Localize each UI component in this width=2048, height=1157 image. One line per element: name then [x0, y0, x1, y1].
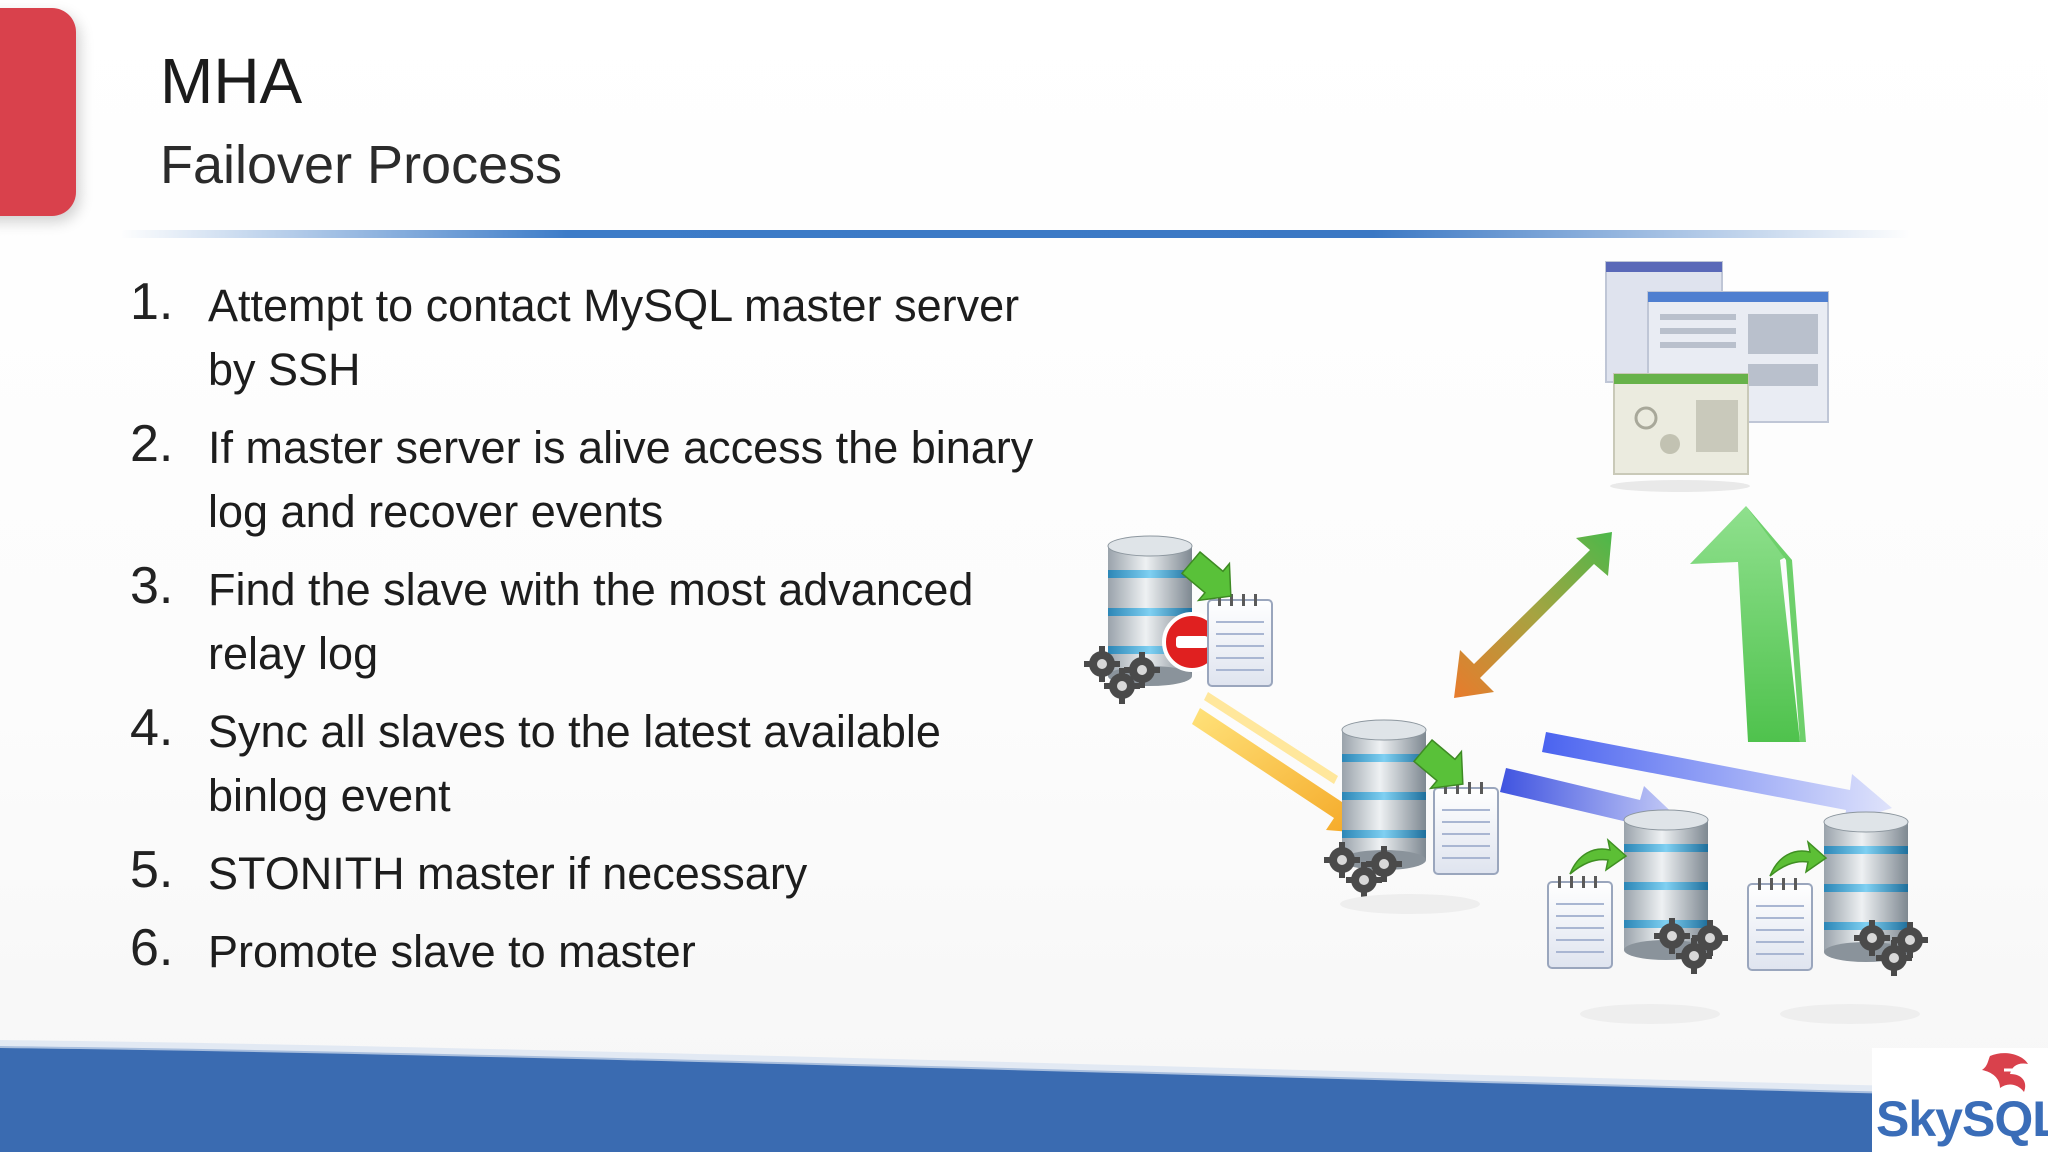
step-number: 2. [130, 415, 174, 473]
relay-log-icon [1547, 875, 1613, 969]
steps-list: 1. Attempt to contact MySQL master serve… [130, 272, 1130, 996]
step-text: If master server is alive access the bin… [208, 414, 1130, 544]
slave-server-icon [1623, 809, 1728, 974]
step-text-line: relay log [208, 628, 379, 679]
step-text-line: by SSH [208, 344, 361, 395]
step-text: Sync all slaves to the latest available … [208, 698, 1130, 828]
step-text-line: Sync all slaves to the latest available [208, 706, 941, 757]
seal-icon [1982, 1053, 2028, 1092]
green-arrow-icon [1180, 550, 1232, 602]
list-item: 1. Attempt to contact MySQL master serve… [130, 272, 1130, 402]
green-curved-arrow-icon [1569, 839, 1627, 875]
step-text-line: log and recover events [208, 486, 664, 537]
slave-server-icon [1823, 811, 1928, 976]
step-text-line: Promote slave to master [208, 926, 696, 977]
list-item: 3. Find the slave with the most advanced… [130, 556, 1130, 686]
list-item: 5. STONITH master if necessary [130, 840, 1130, 906]
step-text-line: Attempt to contact MySQL master server [208, 280, 1020, 331]
green-up-arrow-icon [1690, 506, 1806, 742]
title-accent-tab [0, 8, 76, 216]
list-item: 4. Sync all slaves to the latest availab… [130, 698, 1130, 828]
step-number: 6. [130, 919, 174, 977]
logo-sql-text: SQL [1961, 1091, 2048, 1147]
slide-subtitle: Failover Process [160, 135, 563, 195]
relay-log-icon [1747, 877, 1813, 971]
step-text: Attempt to contact MySQL master server b… [208, 272, 1130, 402]
bidirectional-arrow-icon [1454, 532, 1612, 698]
step-text-line: Find the slave with the most advanced [208, 564, 974, 615]
step-number: 4. [130, 699, 174, 757]
relay-log-icon [1433, 781, 1499, 875]
step-number: 5. [130, 841, 174, 899]
step-text: Find the slave with the most advanced re… [208, 556, 1130, 686]
step-text-line: binlog event [208, 770, 451, 821]
step-number: 3. [130, 557, 174, 615]
step-text: STONITH master if necessary [208, 840, 1130, 906]
master-binlog-icon [1207, 593, 1273, 687]
title-divider [120, 230, 1910, 238]
green-arrow-icon [1412, 738, 1464, 790]
green-curved-arrow-icon [1769, 841, 1827, 877]
orange-arrow-icon [1192, 692, 1376, 834]
step-text-line: If master server is alive access the bin… [208, 422, 1034, 473]
skysql-logo [1872, 1048, 2048, 1152]
application-windows-icon [1605, 261, 1829, 492]
step-number: 1. [130, 273, 174, 331]
list-item: 6. Promote slave to master [130, 918, 1130, 984]
logo-sky-text: Sky [1876, 1091, 1963, 1147]
logo-wordmark: SkySQL [1876, 1090, 2048, 1148]
failover-diagram [1084, 261, 1928, 1024]
list-item: 2. If master server is alive access the … [130, 414, 1130, 544]
step-text: Promote slave to master [208, 918, 1130, 984]
step-text-line: STONITH master if necessary [208, 848, 808, 899]
slide-title: MHA [160, 45, 303, 117]
